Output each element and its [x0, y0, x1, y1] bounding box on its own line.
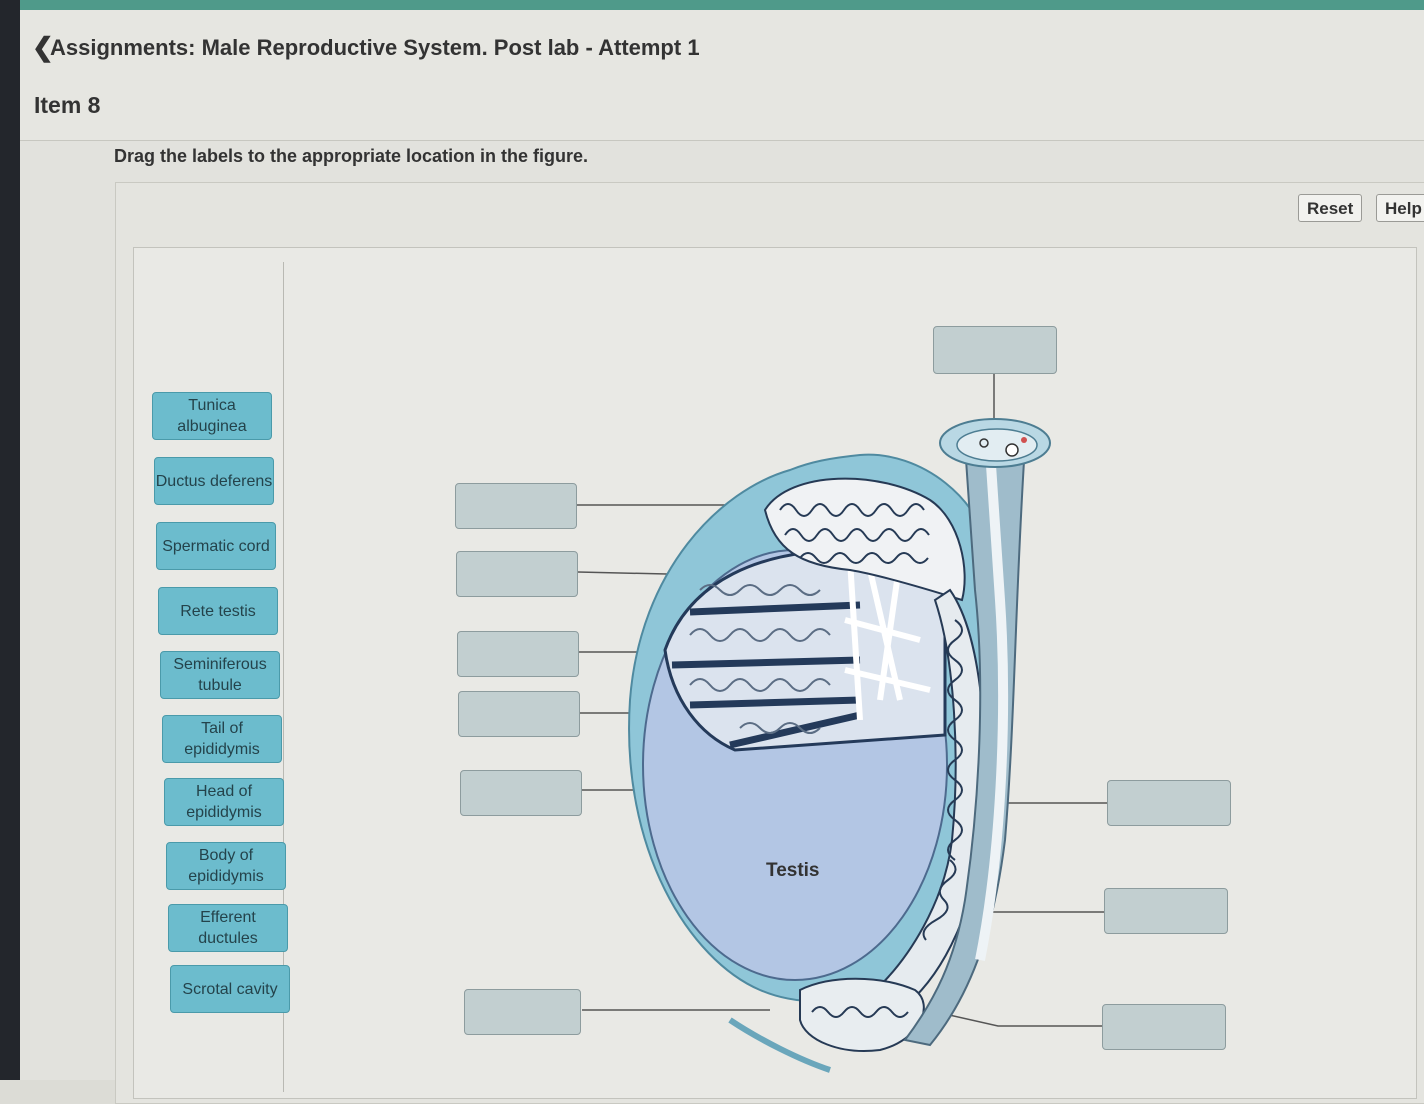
drop-target-7[interactable]	[464, 989, 581, 1035]
label-efferent-ductules[interactable]: Efferent ductules	[168, 904, 288, 952]
drop-target-3[interactable]	[456, 551, 578, 597]
help-button[interactable]: Help	[1376, 194, 1424, 222]
drop-target-4[interactable]	[457, 631, 579, 677]
label-scrotal-cavity[interactable]: Scrotal cavity	[170, 965, 290, 1013]
drop-target-6[interactable]	[460, 770, 582, 816]
drop-target-1[interactable]	[933, 326, 1057, 374]
assignment-title[interactable]: Assignments: Male Reproductive System. P…	[50, 35, 700, 60]
instructions-text: Drag the labels to the appropriate locat…	[114, 146, 589, 166]
item-number: Item 8	[34, 92, 101, 118]
testis-figure-label: Testis	[766, 860, 820, 881]
label-seminiferous-tubule[interactable]: Seminiferous tubule	[160, 651, 280, 699]
label-ductus-deferens[interactable]: Ductus deferens	[154, 457, 274, 505]
back-chevron-icon[interactable]: ❮	[32, 32, 54, 62]
label-head-of-epididymis[interactable]: Head of epididymis	[164, 778, 284, 826]
drop-target-8[interactable]	[1107, 780, 1231, 826]
label-tunica-albuginea[interactable]: Tunica albuginea	[152, 392, 272, 440]
top-accent-bar	[0, 0, 1424, 10]
rete-testis-network	[844, 559, 931, 721]
page-header: ❮ Assignments: Male Reproductive System.…	[20, 10, 1424, 140]
drop-target-2[interactable]	[455, 483, 577, 529]
label-body-of-epididymis[interactable]: Body of epididymis	[166, 842, 286, 890]
label-tail-of-epididymis[interactable]: Tail of epididymis	[162, 715, 282, 763]
label-spermatic-cord[interactable]: Spermatic cord	[156, 522, 276, 570]
label-rete-testis[interactable]: Rete testis	[158, 587, 278, 635]
drop-target-5[interactable]	[458, 691, 580, 737]
left-screen-edge	[0, 0, 20, 1080]
label-bank	[133, 262, 284, 1092]
drop-target-9[interactable]	[1104, 888, 1228, 934]
reset-button[interactable]: Reset	[1298, 194, 1363, 222]
header-divider	[20, 140, 1424, 141]
testis-diagram	[577, 373, 1107, 1073]
epididymis-head	[763, 477, 966, 602]
drop-target-10[interactable]	[1102, 1004, 1226, 1050]
